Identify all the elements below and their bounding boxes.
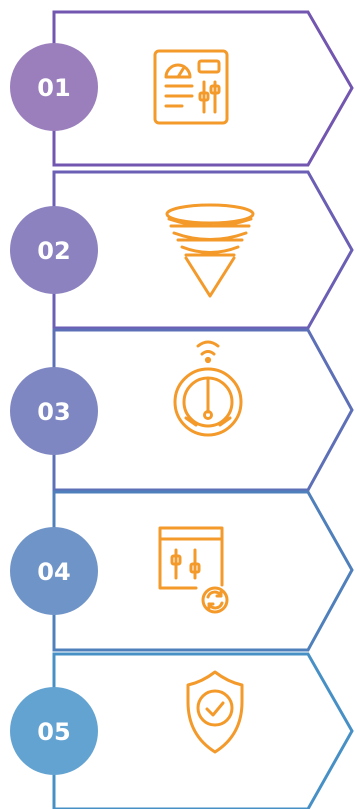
step-1: 01 — [10, 10, 354, 167]
wireless-speedometer-icon — [173, 340, 243, 437]
step-2-number: 02 — [37, 237, 70, 265]
step-3-number: 03 — [37, 398, 70, 426]
step-3: 03 — [10, 328, 354, 492]
step-2: 02 — [10, 170, 354, 330]
funnel-tornado-icon — [165, 203, 255, 298]
step-5-frame — [52, 652, 354, 809]
step-1-number: 01 — [37, 74, 70, 102]
shield-check-icon — [186, 670, 244, 754]
step-3-circle — [10, 367, 98, 455]
step-4-frame — [52, 490, 354, 652]
step-3-frame — [52, 328, 354, 492]
step-2-frame — [52, 170, 354, 330]
step-4: 04 — [10, 490, 354, 652]
step-1-circle — [10, 43, 98, 131]
settings-refresh-icon — [158, 526, 229, 614]
step-4-number: 04 — [37, 558, 70, 586]
step-5: 05 — [10, 652, 354, 809]
dashboard-controls-icon — [153, 49, 229, 125]
step-5-circle — [10, 687, 98, 775]
step-4-circle — [10, 527, 98, 615]
step-5-number: 05 — [37, 718, 70, 746]
step-2-circle — [10, 206, 98, 294]
step-1-frame — [52, 10, 354, 167]
